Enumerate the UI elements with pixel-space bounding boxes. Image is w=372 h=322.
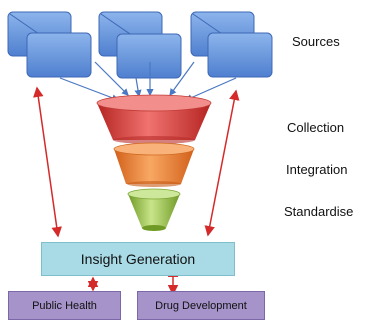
left-feedback-arrow xyxy=(33,86,62,238)
funnel xyxy=(96,94,212,231)
feed-arrow xyxy=(94,61,129,96)
funnel-integration-stage xyxy=(114,149,194,184)
collection-label: Collection xyxy=(287,120,345,135)
funnel-collection-stage xyxy=(97,103,211,140)
drug-development-box: Drug Development xyxy=(137,291,265,320)
feed-arrow xyxy=(184,77,237,101)
feed-arrow xyxy=(169,61,195,96)
feed-arrow xyxy=(134,77,142,98)
feed-arrows xyxy=(59,61,237,102)
sources-label: Sources xyxy=(292,34,340,49)
feed-arrow xyxy=(59,77,120,102)
source-window-icon xyxy=(26,32,92,78)
integration-label: Integration xyxy=(286,162,348,177)
standardise-label: Standardise xyxy=(284,204,354,219)
source-window-icon xyxy=(207,32,273,78)
source-window-icon xyxy=(116,33,182,79)
public-health-box: Public Health xyxy=(8,291,121,320)
insight-generation-box: Insight Generation xyxy=(41,242,235,276)
right-feedback-arrow xyxy=(204,89,240,237)
funnel-standardise-stage xyxy=(128,194,180,228)
